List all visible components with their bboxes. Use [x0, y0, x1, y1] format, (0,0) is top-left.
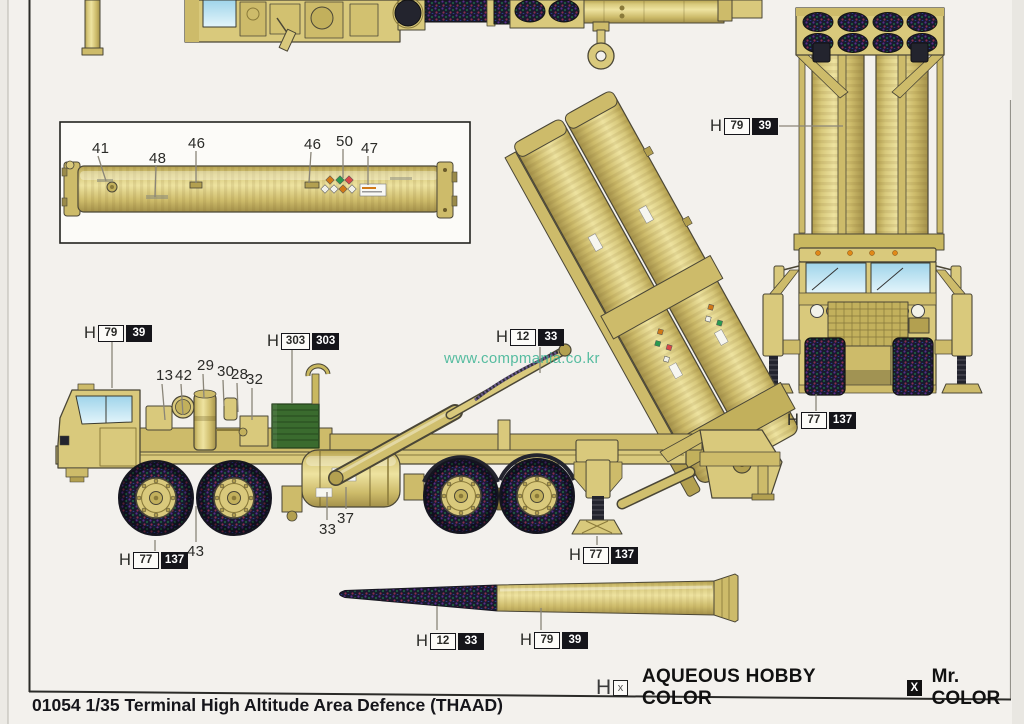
paint-callout-missile-nose: H 12 33	[416, 632, 484, 650]
mr-color-box: 137	[828, 411, 857, 429]
part-callout-46a: 46	[188, 135, 206, 152]
paint-prefix: H	[416, 631, 428, 650]
erection-piston	[328, 343, 572, 486]
paint-callout-front-tires: H 77 137	[787, 410, 857, 429]
legend-aqueous-prefix: H	[596, 676, 612, 699]
wheel	[424, 459, 498, 533]
leader-lines	[97, 125, 843, 630]
wheel	[500, 459, 574, 533]
aqueous-color-box: 79	[723, 117, 750, 135]
part-callout-32: 32	[246, 371, 264, 388]
aqueous-color-box: 303	[280, 332, 311, 350]
side-cab	[57, 383, 141, 483]
mr-color-box: 33	[457, 632, 484, 650]
paint-prefix: H	[710, 116, 722, 135]
aqueous-color-box: 77	[582, 546, 609, 564]
mr-color-box: 39	[751, 117, 778, 135]
rear-outrigger-jack	[571, 439, 623, 535]
aqueous-color-box: 79	[97, 324, 124, 342]
mr-color-box: 33	[537, 328, 564, 346]
missile-nozzle	[713, 573, 739, 623]
paint-callout-side-cab: H 79 39	[84, 324, 152, 342]
crane-hook-post	[311, 373, 320, 405]
equipment-green-box	[271, 403, 320, 449]
launcher-tube-mouths	[802, 12, 938, 53]
part-callout-13: 13	[156, 367, 174, 384]
watermark: www.compmania.co.kr	[444, 350, 600, 367]
part-callout-29: 29	[197, 357, 215, 374]
paint-callout-equipment-box: H 303 303	[267, 331, 340, 350]
color-legend: H x AQUEOUS HOBBY COLOR X Mr. COLOR	[596, 666, 1024, 710]
paint-prefix: H	[569, 545, 581, 564]
mr-color-box: 39	[561, 631, 588, 649]
aqueous-color-box: 12	[509, 328, 536, 346]
part-callout-28: 28	[231, 366, 249, 383]
warning-decal-diamonds	[320, 175, 357, 194]
part-callout-37: 37	[337, 510, 355, 527]
part-callout-42: 42	[175, 367, 193, 384]
aqueous-color-box: 79	[533, 631, 560, 649]
paint-callout-side-front-tires: H 77 137	[119, 550, 189, 569]
aqueous-color-box: 77	[132, 551, 159, 569]
mr-color-box: 137	[160, 551, 189, 569]
legend-mr-color-label: Mr. COLOR	[931, 666, 1001, 709]
wheel	[119, 461, 193, 535]
top-view-partial	[81, 0, 763, 70]
side-view	[55, 91, 798, 535]
mr-color-box: 137	[610, 546, 639, 564]
paint-prefix: H	[520, 630, 532, 649]
aqueous-color-box: 12	[429, 632, 456, 650]
launcher-decals	[587, 205, 729, 380]
paint-callout-missile-body: H 79 39	[520, 631, 588, 649]
paint-callout-erection-piston: H 12 33	[496, 328, 564, 346]
part-callout-50: 50	[336, 133, 354, 150]
canister-inset	[59, 121, 471, 244]
part-callout-47: 47	[361, 140, 379, 157]
part-callout-33: 33	[319, 521, 337, 538]
missile-nose-cone	[339, 584, 498, 612]
wheel	[197, 461, 271, 535]
paint-prefix: H	[267, 331, 279, 350]
paint-callout-outrigger-foot: H 77 137	[569, 545, 639, 564]
side-launcher-erected	[504, 91, 798, 497]
part-callout-46b: 46	[304, 136, 322, 153]
aqueous-color-box: 77	[800, 411, 827, 429]
mr-color-box: 303	[312, 332, 340, 350]
front-outrigger-right	[934, 269, 983, 394]
legend-aqueous-label: AQUEOUS HOBBY COLOR	[641, 666, 816, 709]
paint-prefix: H	[496, 327, 508, 346]
pivot-bracket	[616, 429, 783, 510]
missile-side-view	[339, 573, 739, 623]
paint-prefix: H	[119, 550, 131, 569]
part-callout-43: 43	[187, 543, 205, 560]
paint-prefix: H	[787, 410, 799, 429]
part-callout-30: 30	[217, 363, 235, 380]
legend-aqueous-number-box: x	[613, 680, 628, 696]
part-callout-41: 41	[92, 140, 110, 157]
paint-prefix: H	[84, 323, 96, 342]
front-view	[752, 7, 983, 396]
sheet-title: 01054 1/35 Terminal High Altitude Area D…	[32, 695, 504, 715]
part-callout-48: 48	[149, 150, 167, 167]
paint-callout-front-launcher-tubes: H 79 39	[710, 117, 778, 135]
mr-color-box: 39	[125, 324, 152, 342]
legend-mr-color-number-box: X	[907, 680, 922, 696]
